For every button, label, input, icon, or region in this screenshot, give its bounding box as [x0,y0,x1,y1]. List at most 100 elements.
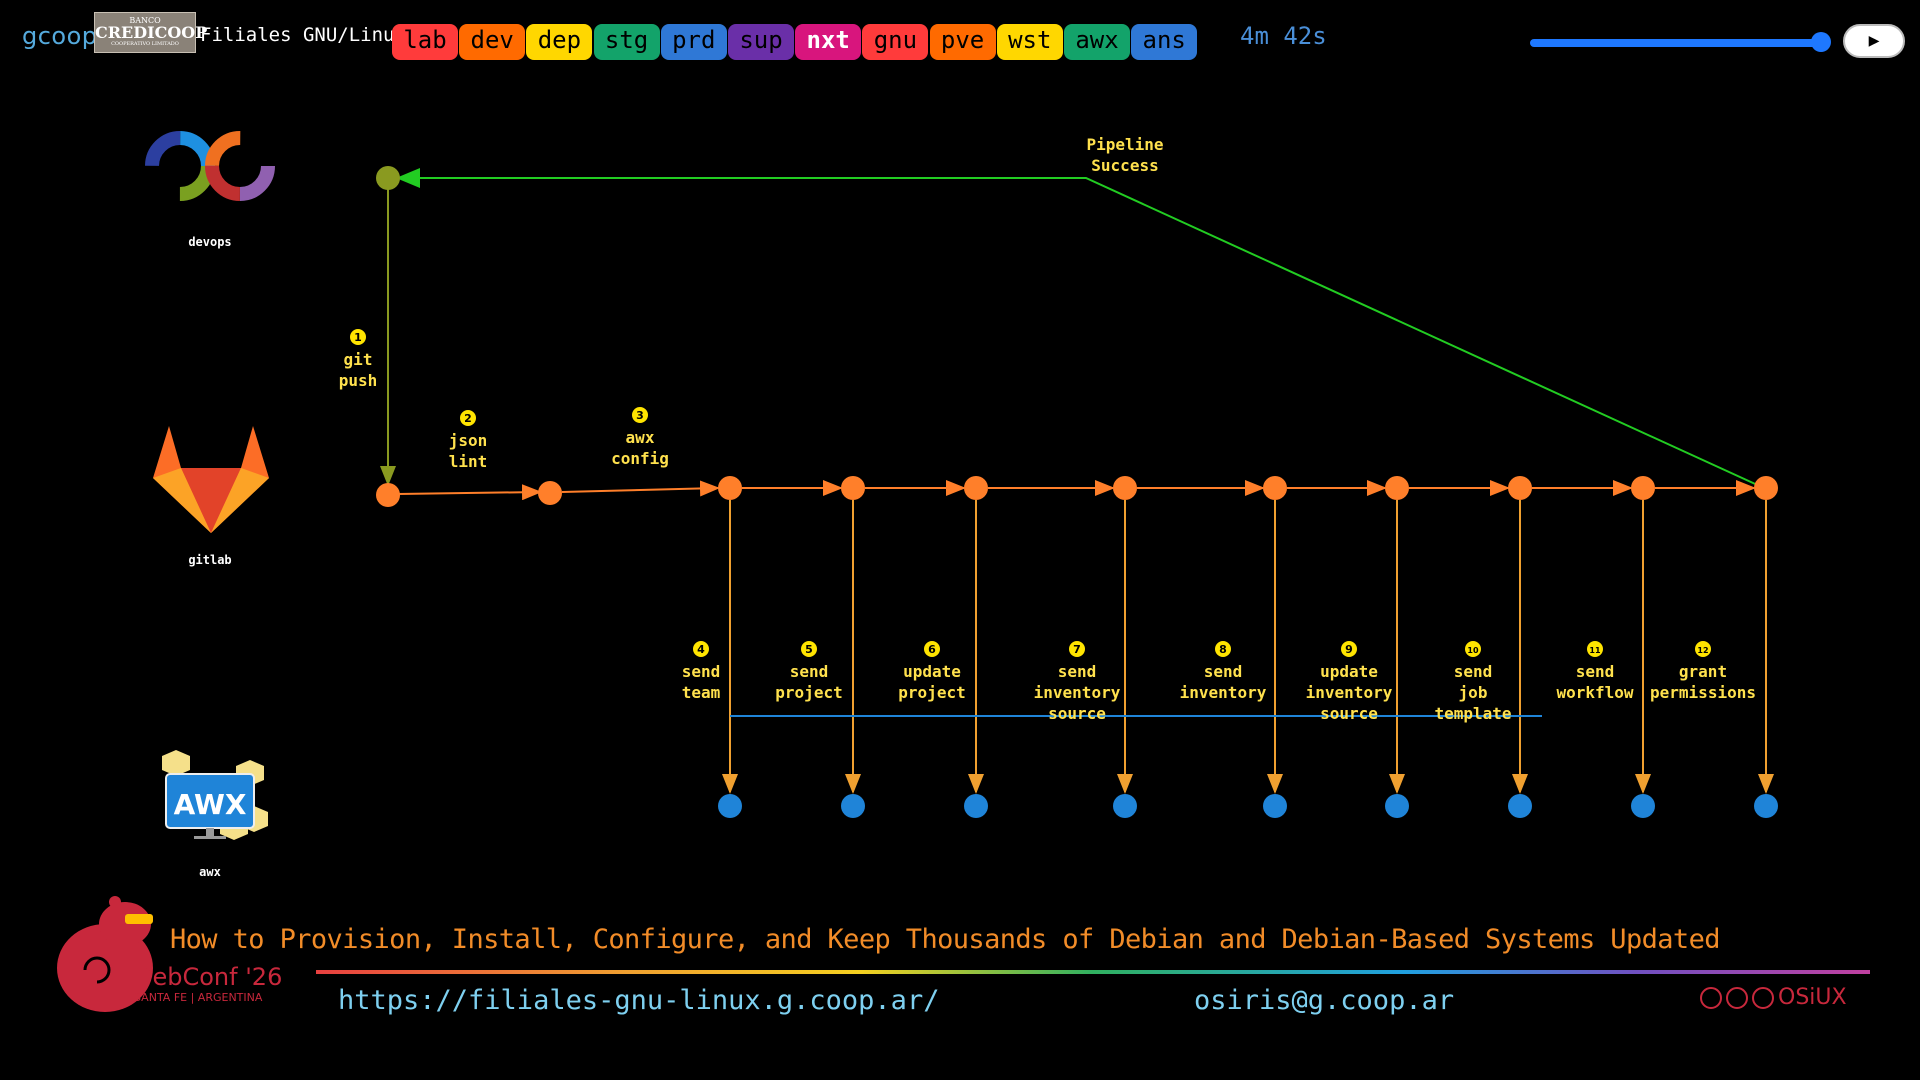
success-label-line1: Pipeline [1086,135,1163,154]
tag-dev[interactable]: dev [459,24,526,60]
step-badge-4 [693,641,709,657]
step-text-1-1: git [344,350,373,369]
devops-infinity-icon [145,131,275,201]
step-text-6-1: update [903,662,961,681]
tag-lab[interactable]: lab [392,24,458,60]
step-number-8: 8 [1219,643,1227,656]
step-text-6-2: project [898,683,965,702]
step-nodes [718,476,1778,818]
tag-prd[interactable]: prd [660,24,727,60]
step-badge-7 [1069,641,1085,657]
step-label-11: 11 send workflow [1556,641,1634,702]
author-license: OSiUX [1700,985,1847,1010]
step-label-6: 6 update project [898,641,966,702]
tag-dep[interactable]: dep [526,24,593,60]
gitlab-node-step-3 [718,476,742,500]
step-badge-1 [350,329,366,345]
debconf-name: DebConf '26 [134,963,283,991]
step-number-12: 12 [1697,646,1708,655]
awx-node-step-4 [718,794,742,818]
elapsed-timer: 4m 42s [1240,22,1327,50]
step-badge-6 [924,641,940,657]
tag-pve[interactable]: pve [929,24,996,60]
step-text-11-2: workflow [1556,683,1633,702]
step-number-6: 6 [928,643,936,656]
project-url-link[interactable]: https://filiales-gnu-linux.g.coop.ar/ [338,985,940,1016]
bank-logo-line3: COOPERATIVO LIMITADO [111,41,179,47]
step-label-1: 1 git push [339,329,378,390]
debconf-logo: DebConf '26 SANTA FE | ARGENTINA [134,963,282,1004]
play-button[interactable]: ▶ [1843,24,1905,58]
gitlab-node-step-8 [1385,476,1409,500]
actor-label-awx: awx [199,865,221,879]
step-number-11: 11 [1589,646,1601,655]
step-number-1: 1 [354,331,362,344]
awx-node-step-9 [1385,794,1409,818]
step-text-7-1: send [1058,662,1097,681]
tag-stg[interactable]: stg [593,24,660,60]
progress-slider[interactable] [1530,39,1830,47]
step-text-1-2: push [339,371,378,390]
talk-title: How to Provision, Install, Configure, an… [170,924,1720,955]
step-number-10: 10 [1467,646,1479,655]
svg-text:AWX: AWX [174,788,247,821]
step-badge-3 [632,407,648,423]
actor-label-devops: devops [188,235,231,249]
step-text-11-1: send [1576,662,1615,681]
step-text-9-1: update [1320,662,1378,681]
devops-node [376,166,400,190]
awx-logo-icon: AWX [162,750,268,840]
tag-awx[interactable]: awx [1064,24,1130,60]
tag-ans[interactable]: ans [1131,24,1198,60]
step-text-10-3: template [1434,704,1511,723]
step-text-2-1: json [449,431,488,450]
bank-logo-line2: CREDICOOP [95,23,208,42]
awx-node-step-8 [1263,794,1287,818]
step-badge-12 [1695,641,1711,657]
cc-icon [1752,987,1774,1009]
gitlab-node-push [376,483,400,507]
step-text-10-1: send [1454,662,1493,681]
cc-by-icon [1700,987,1722,1009]
gitlab-node-step-6 [1113,476,1137,500]
tag-sup[interactable]: sup [728,24,794,60]
gitlab-node-step-10 [1631,476,1655,500]
gitlab-node-step-5 [964,476,988,500]
step-badge-8 [1215,641,1231,657]
awx-node-step-6 [964,794,988,818]
edge-awx-config [561,480,720,497]
step-text-12-1: grant [1679,662,1727,681]
gitlab-node-lint [538,481,562,505]
tag-nxt[interactable]: nxt [795,24,862,60]
step-badge-2 [460,410,476,426]
step-label-10: 10 send job template [1434,641,1512,723]
success-label-line2: Success [1091,156,1158,175]
contact-email-link[interactable]: osiris@g.coop.ar [1194,985,1455,1016]
gitlab-node-step-11 [1754,476,1778,500]
step-number-9: 9 [1345,643,1353,656]
step-text-10-2: job [1459,683,1488,702]
step-labels: 1gitpush2jsonlint3awxconfig4sendteam5sen… [339,329,1756,723]
step-text-7-2: inventory [1034,683,1121,702]
actor-label-gitlab: gitlab [188,553,231,567]
awx-node-step-7 [1113,794,1137,818]
step-text-9-2: inventory [1306,683,1393,702]
credicoop-logo: BANCO CREDICOOP COOPERATIVO LIMITADO [94,12,208,53]
step-badge-10 [1465,641,1481,657]
awx-node-step-12 [1754,794,1778,818]
step-text-4-1: send [682,662,721,681]
step-text-7-3: source [1048,704,1106,723]
author-name: OSiUX [1778,985,1847,1010]
tag-wst[interactable]: wst [996,24,1063,60]
progress-slider-handle[interactable] [1811,32,1831,52]
step-text-5-1: send [790,662,829,681]
step-number-5: 5 [805,643,813,656]
tag-gnu[interactable]: gnu [862,24,929,60]
